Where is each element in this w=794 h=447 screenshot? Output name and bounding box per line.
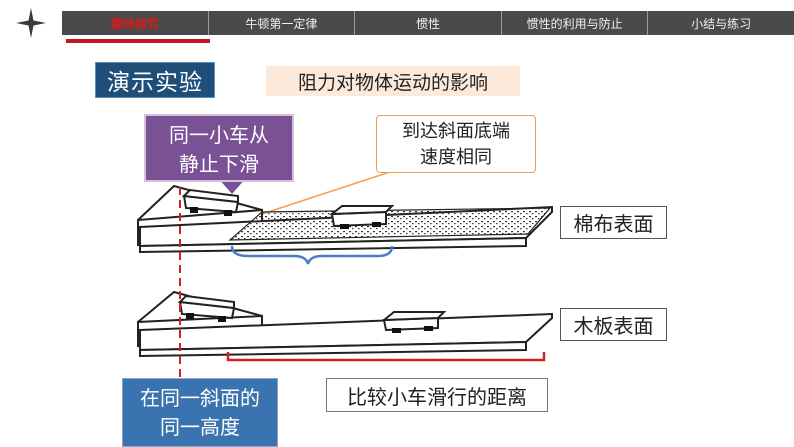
nav-tab-inertia[interactable]: 惯性 <box>355 11 502 35</box>
nav-tab-summary[interactable]: 小结与练习 <box>691 16 752 31</box>
orange-callout-pointer <box>261 167 403 215</box>
purple-callout-tail <box>218 178 246 194</box>
same-slope-height-callout: 在同一斜面的 同一高度 <box>122 378 278 447</box>
same-speed-callout: 到达斜面底端 速度相同 <box>376 115 536 173</box>
same-slope-line2: 同一高度 <box>160 415 240 439</box>
demo-experiment-heading: 演示实验 <box>95 62 215 98</box>
cart-top-start <box>181 188 240 216</box>
compare-distance-label: 比较小车滑行的距离 <box>326 378 548 412</box>
cloth-texture <box>228 207 552 241</box>
experiment-title: 阻力对物体运动的影响 <box>266 66 520 96</box>
active-tab-underline <box>66 39 210 43</box>
four-point-star-logo-icon <box>16 8 46 38</box>
same-cart-callout: 同一小车从 静止下滑 <box>144 114 294 182</box>
cloth-surface-label: 棉布表面 <box>560 206 667 239</box>
cart-top-moving <box>329 205 395 229</box>
same-speed-line2: 速度相同 <box>420 147 492 168</box>
cart-bottom-moving <box>381 311 447 333</box>
cart-bottom-start <box>177 294 236 322</box>
wood-board <box>137 290 553 358</box>
red-distance-bracket <box>226 352 546 362</box>
nav-tab-fun-explore[interactable]: 趣味探究 <box>62 11 209 35</box>
same-speed-line1: 到达斜面底端 <box>402 121 510 142</box>
cloth-board <box>137 184 553 254</box>
wood-surface-label: 木板表面 <box>560 308 667 341</box>
top-nav-bar: 趣味探究 牛顿第一定律 惯性 惯性的利用与防止 小结与练习 <box>62 11 794 35</box>
nav-tab-newton-first-law[interactable]: 牛顿第一定律 <box>209 11 356 35</box>
blue-distance-bracket <box>230 245 394 265</box>
same-cart-line2: 静止下滑 <box>179 152 259 176</box>
same-slope-line1: 在同一斜面的 <box>140 386 260 410</box>
nav-tab-inertia-usage[interactable]: 惯性的利用与防止 <box>502 11 649 35</box>
same-cart-line1: 同一小车从 <box>169 123 269 147</box>
